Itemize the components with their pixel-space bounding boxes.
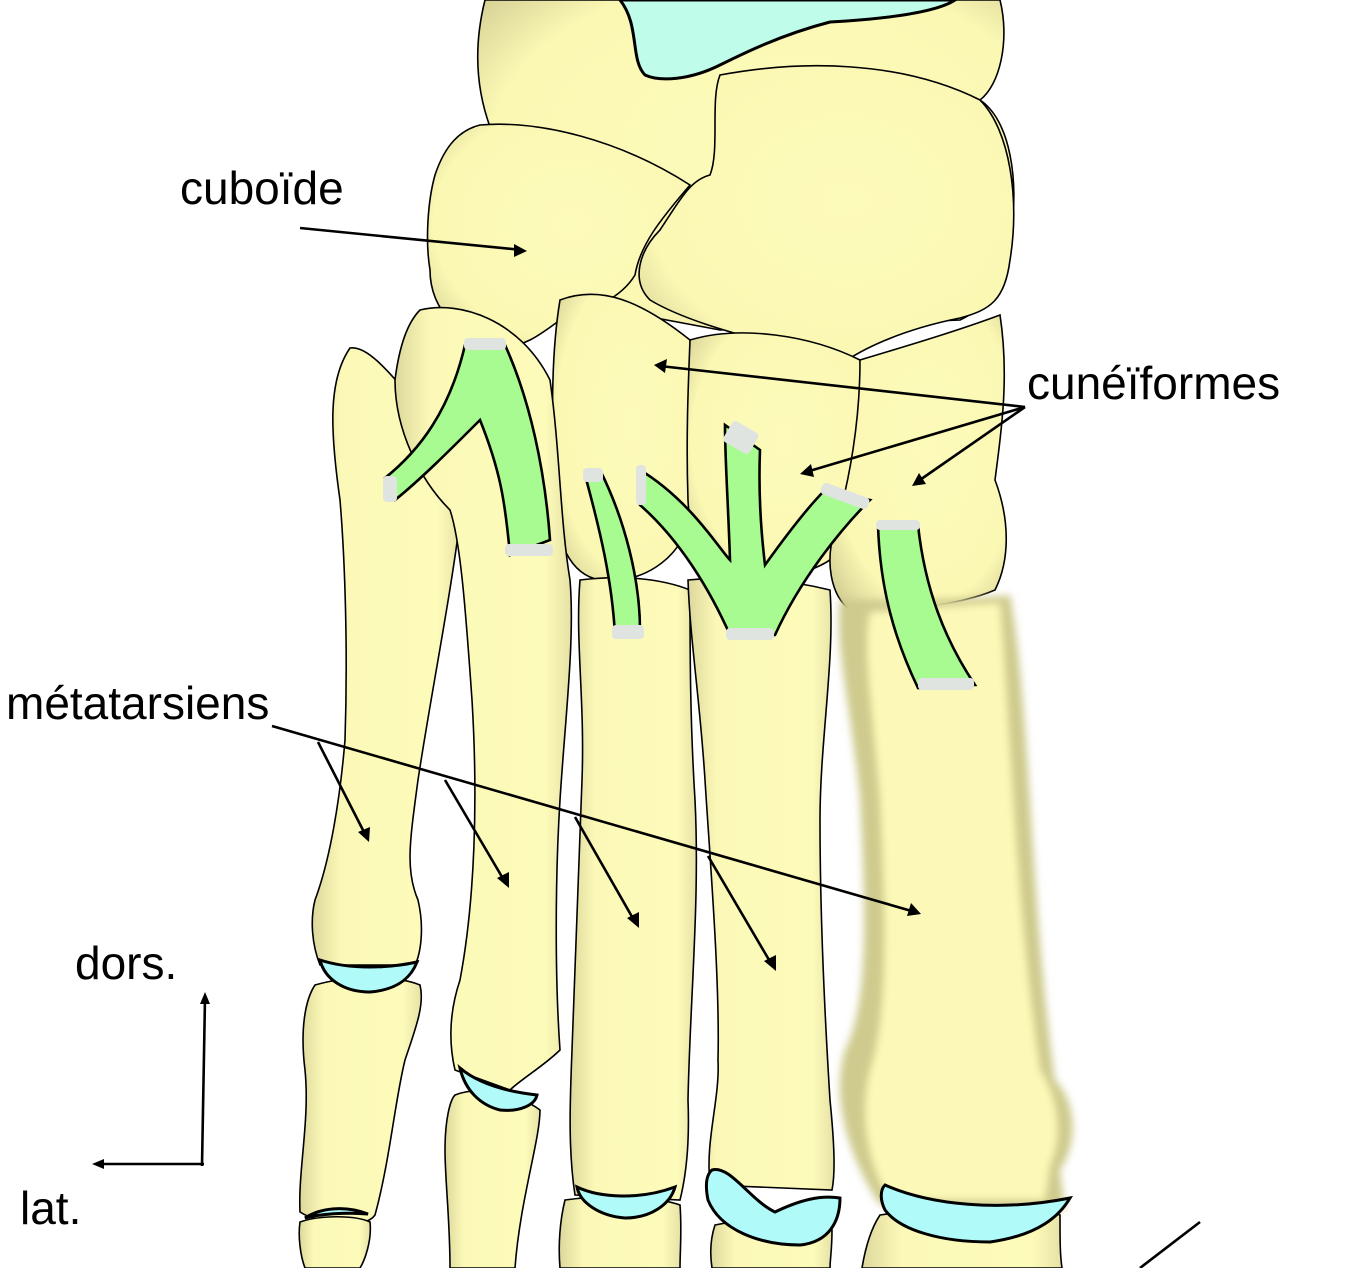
metatarsal-3 (569, 576, 698, 1201)
ligament-frayed-ends (383, 338, 974, 690)
label-cuboid: cuboïde (180, 162, 344, 214)
label-metatarsals: métatarsiens (6, 677, 270, 729)
cartilage-cap-5-distal (304, 1207, 369, 1220)
cut-line (1139, 1220, 1201, 1268)
cartilage-cap-2 (704, 1168, 842, 1247)
orientation-axes (92, 992, 210, 1169)
ligament-cuboid-lateral (383, 343, 552, 557)
metatarsal-2 (687, 577, 835, 1191)
cartilage-cap-4 (457, 1063, 539, 1112)
lateral-tarsal-bone (638, 65, 1015, 366)
metatarsal-1 (865, 603, 1058, 1200)
phalanx-5-distal (298, 1216, 372, 1268)
label-cuneiforms: cunéïformes (1027, 357, 1281, 409)
label-dorsal: dors. (75, 937, 178, 989)
phalanx-4 (444, 1090, 541, 1268)
ligament-medial (876, 523, 978, 690)
label-lateral: lat. (20, 1182, 82, 1234)
phalanx-5 (298, 976, 423, 1225)
talus-cartilage (618, 0, 958, 81)
cartilage-cap-5 (317, 957, 420, 994)
cartilage-cap-1 (879, 1183, 1073, 1244)
leader-lines (271, 226, 1026, 971)
cartilage-cap-3 (574, 1184, 678, 1220)
cuboid-bone (426, 123, 692, 347)
